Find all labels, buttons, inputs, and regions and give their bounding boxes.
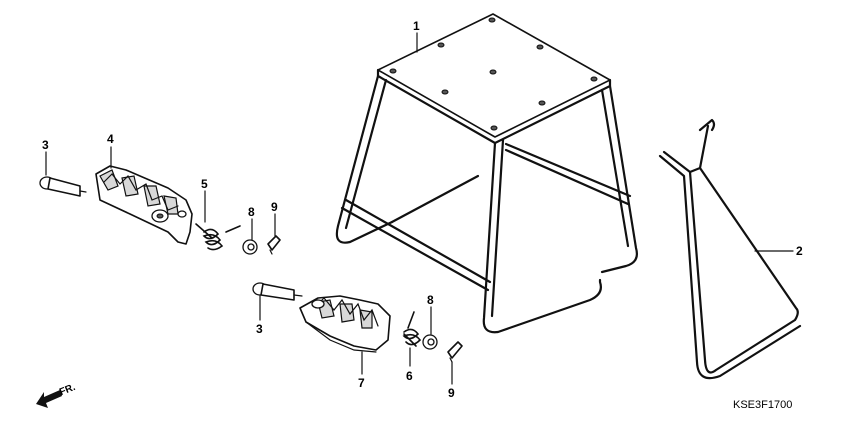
- callout-9-lower: 9: [448, 386, 455, 400]
- callout-5: 5: [201, 177, 208, 191]
- upper-footpeg-4: [95, 165, 193, 245]
- side-stand-rod-outer: [662, 124, 799, 374]
- stand-leg-right: [600, 84, 638, 274]
- side-stand-tip: [698, 118, 716, 132]
- callout-3-upper: 3: [42, 138, 49, 152]
- lower-footpeg-7: [299, 295, 391, 353]
- stand-brace-right-2: [504, 142, 632, 198]
- side-stand-joint: [688, 166, 702, 174]
- stand-brace-lower-left: [340, 206, 490, 292]
- stand-leg-front: [482, 141, 602, 334]
- stand-leg-right-inner: [600, 88, 630, 248]
- upper-cotter-pin-9: [267, 235, 281, 255]
- callout-4: 4: [107, 132, 114, 146]
- callout-8-upper: 8: [248, 205, 255, 219]
- callout-6: 6: [406, 369, 413, 383]
- upper-spring-5: [195, 223, 241, 251]
- lower-cotter-pin-9: [447, 341, 463, 363]
- stand-brace-lower-left-2: [344, 198, 492, 284]
- upper-washer-8: [242, 239, 258, 255]
- callout-1: 1: [413, 19, 420, 33]
- callout-2: 2: [796, 244, 803, 258]
- stand-frame: [335, 13, 638, 334]
- stand-leg-left: [335, 74, 394, 244]
- stand-plate-bolts: [389, 17, 598, 131]
- callout-8-lower: 8: [427, 293, 434, 307]
- stand-brace-right: [504, 148, 630, 206]
- diagram-code: KSE3F1700: [733, 399, 793, 411]
- callout-9-upper: 9: [271, 200, 278, 214]
- lower-spring-6: [402, 311, 422, 347]
- callout-3-lower: 3: [256, 322, 263, 336]
- stand-leg-left-inner: [344, 78, 388, 230]
- stand-leg-front-inner: [490, 138, 505, 318]
- front-arrow-icon: [36, 390, 62, 408]
- callout-7: 7: [358, 376, 365, 390]
- callout-leaders: [45, 32, 794, 385]
- upper-footpeg-pin-3: [39, 176, 87, 197]
- stand-brace-back: [390, 174, 480, 224]
- lower-footpeg-pin-3: [252, 282, 303, 301]
- side-stand: [658, 118, 802, 380]
- side-stand-rod-inner: [658, 154, 802, 380]
- lower-washer-8: [422, 334, 438, 350]
